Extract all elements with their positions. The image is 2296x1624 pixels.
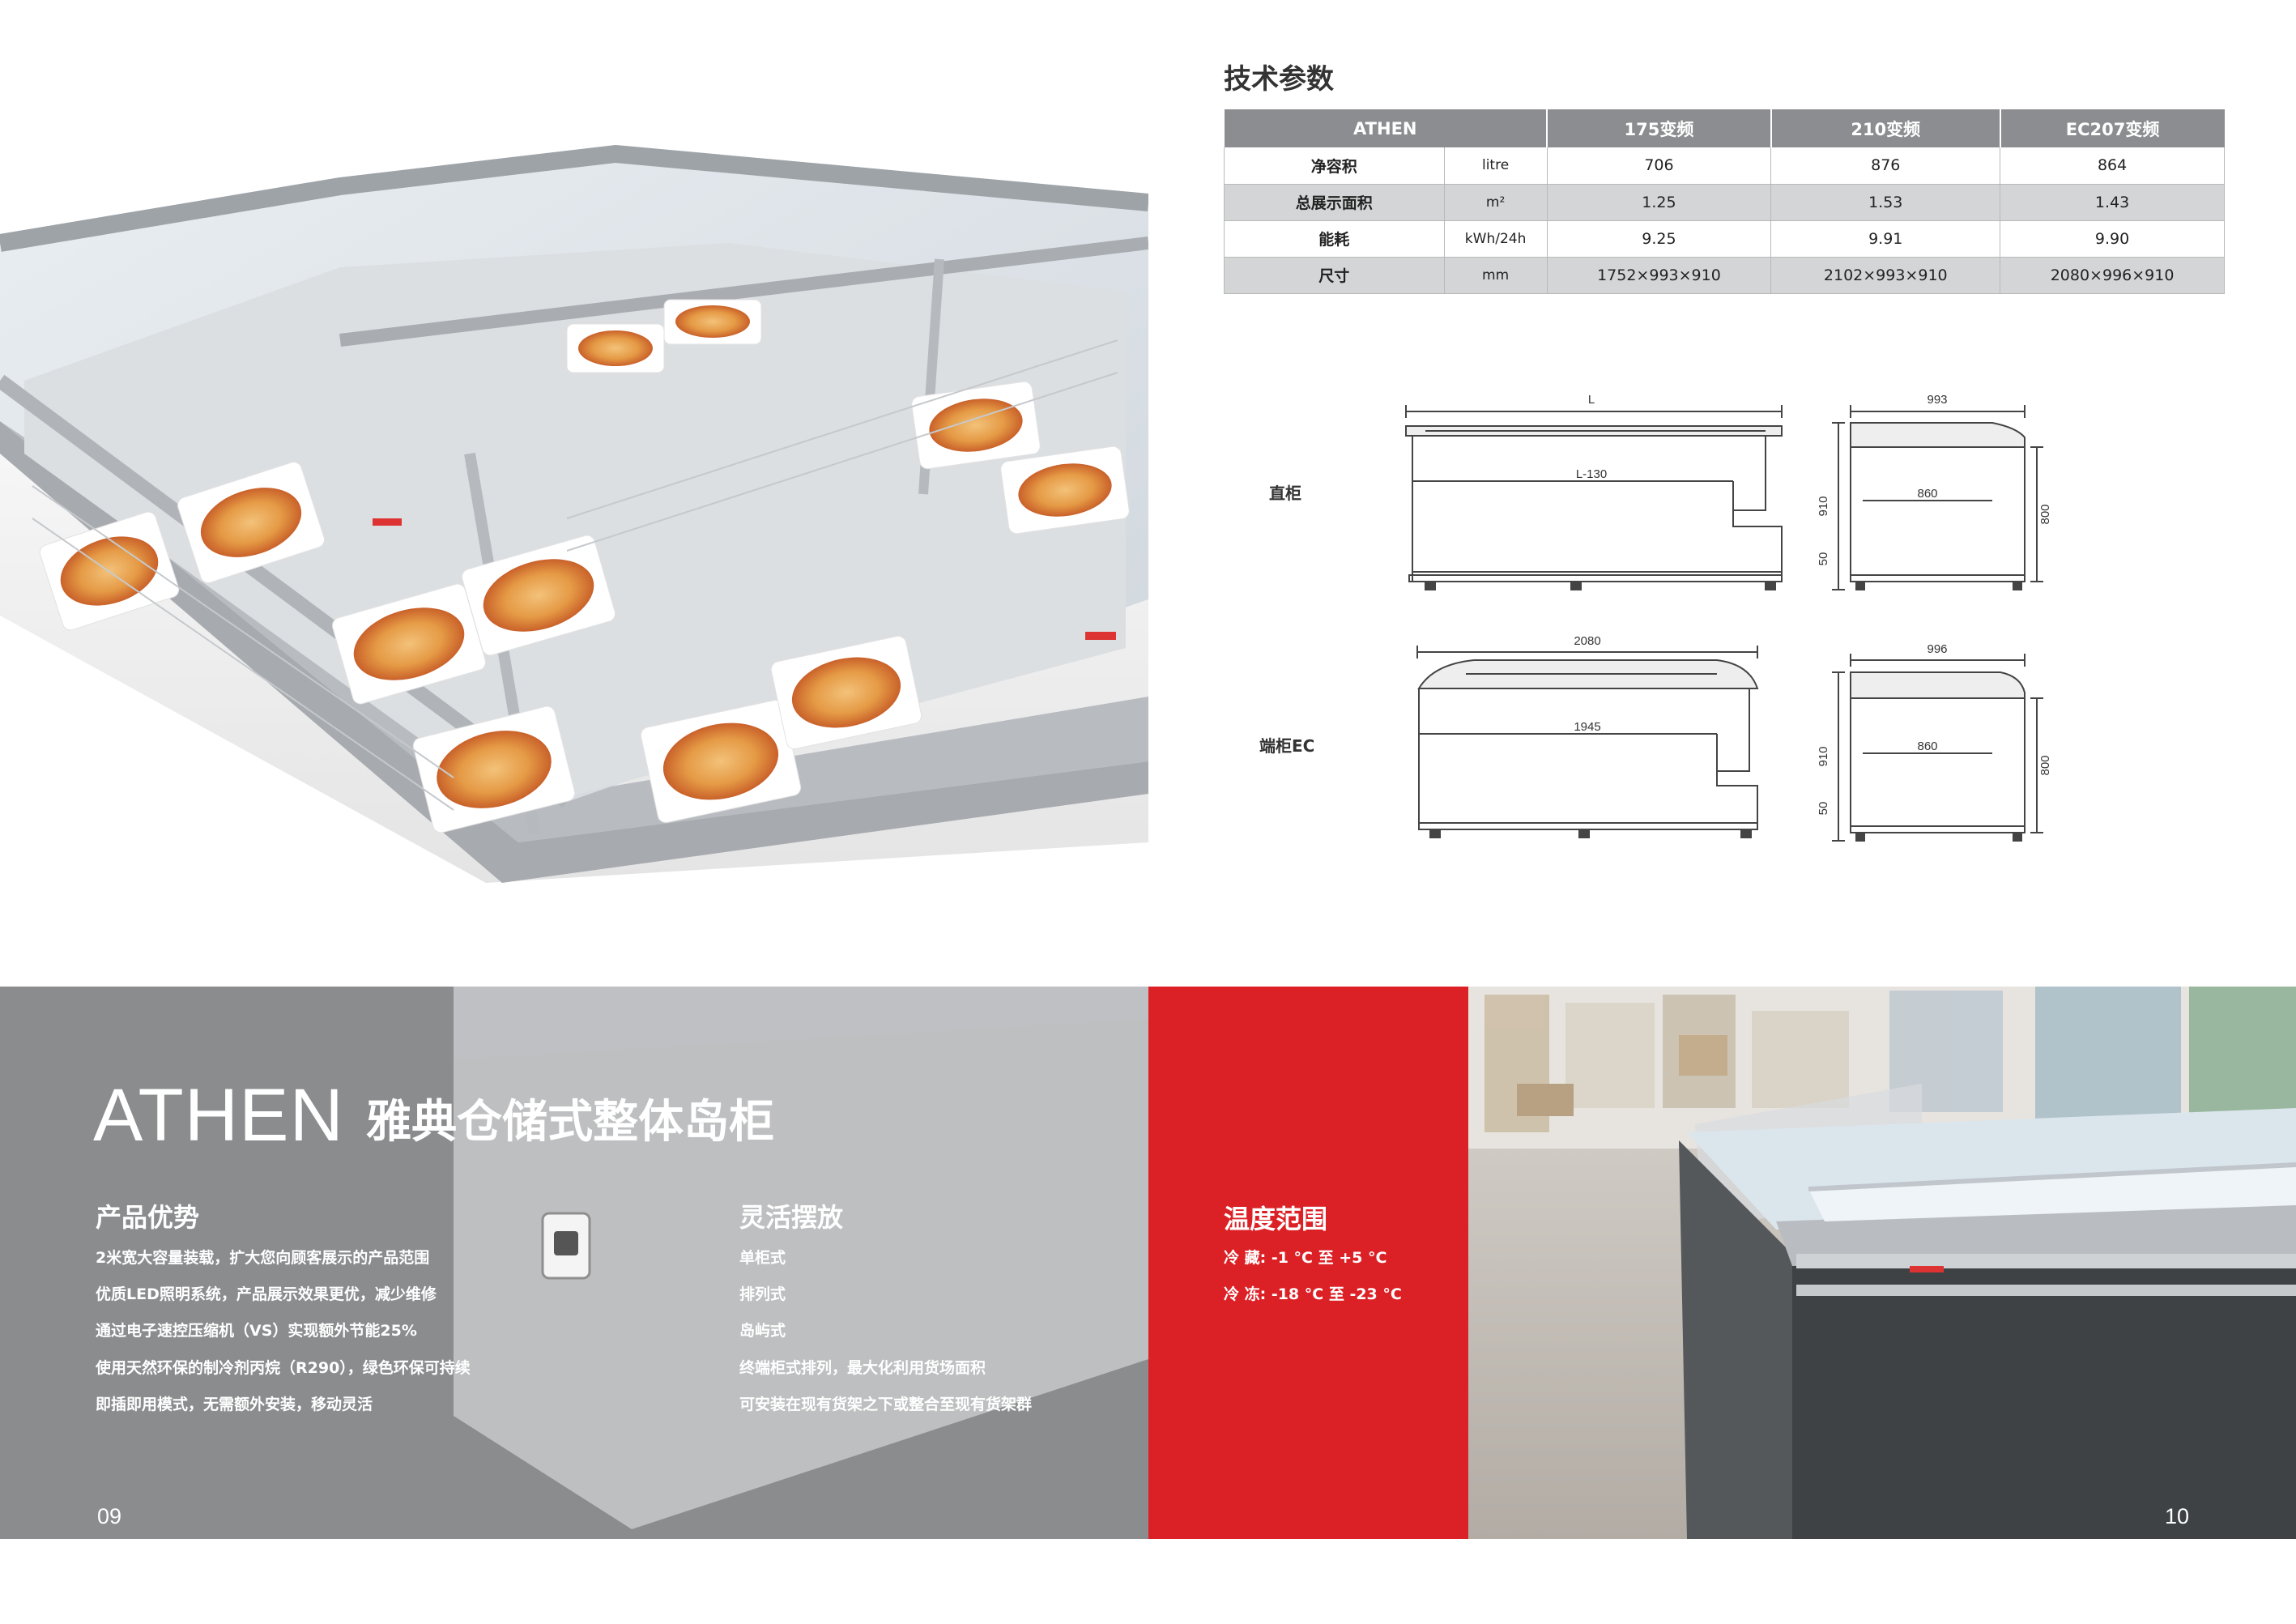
- spec-row-unit: litre: [1444, 147, 1548, 185]
- spec-header-variant: 210变频: [1770, 109, 2001, 147]
- product-name: 雅典仓储式整体岛柜: [366, 1096, 775, 1149]
- advantage-item: 即插即用模式，无需额外安装，移动灵活: [96, 1396, 373, 1413]
- dim-inner-height: 800: [2038, 504, 2052, 524]
- advantage-item: 2米宽大容量装载，扩大您向顾客展示的产品范围: [96, 1249, 430, 1267]
- layout-item: 可安装在现有货架之下或整合至现有货架群: [739, 1396, 1033, 1413]
- spec-cell: 1.53: [1770, 184, 2001, 221]
- spec-cell: 2080×996×910: [2000, 257, 2225, 294]
- spec-cell: 2102×993×910: [1770, 257, 2001, 294]
- layout-item: 终端柜式排列，最大化利用货场面积: [739, 1359, 986, 1377]
- layout-title: 灵活摆放: [739, 1202, 844, 1233]
- spec-row: 能耗 kWh/24h 9.25 9.91 9.90: [1224, 220, 2225, 258]
- spec-cell: 1.25: [1547, 184, 1772, 221]
- spec-cell: 1752×993×910: [1547, 257, 1772, 294]
- spec-header-model: ATHEN: [1224, 109, 1548, 147]
- spec-row-label: 尺寸: [1224, 257, 1445, 294]
- dim-height: 910: [1817, 496, 1830, 516]
- brand-name: ATHEN: [93, 1074, 344, 1157]
- temperature-panel: [1148, 987, 1468, 1539]
- spec-row-label: 净容积: [1224, 147, 1445, 185]
- freezer-illustration: [0, 144, 1148, 883]
- spec-cell: 9.91: [1770, 220, 2001, 258]
- store-photo: [1468, 987, 2296, 1539]
- spec-row-label: 总展示面积: [1224, 184, 1445, 221]
- spec-row-unit: m²: [1444, 184, 1548, 221]
- spec-row-unit: mm: [1444, 257, 1548, 294]
- spec-row: 尺寸 mm 1752×993×910 2102×993×910 2080×996…: [1224, 257, 2225, 294]
- spec-table: ATHEN 175变频 210变频 EC207变频 净容积 litre 706 …: [1224, 109, 2225, 294]
- dim-depth: 996: [1927, 642, 1947, 656]
- drawing-label-straight: 直柜: [1269, 484, 1301, 503]
- straight-side-view: [1832, 405, 2043, 590]
- spec-cell: 706: [1547, 147, 1772, 185]
- technical-drawings: L L-130 993 860 910 50 800 2080 1945 996…: [1405, 393, 2052, 842]
- dim-length: L: [1588, 393, 1595, 407]
- layout-item: 单柜式: [739, 1249, 786, 1267]
- dim-foot: 50: [1817, 552, 1830, 566]
- spec-title: 技术参数: [1224, 63, 1334, 96]
- advantage-item: 通过电子速控压缩机（VS）实现额外节能25%: [96, 1322, 417, 1340]
- dim-inner-depth: 860: [1917, 740, 1937, 753]
- spec-row-label: 能耗: [1224, 220, 1445, 258]
- dim-length: 2080: [1574, 634, 1600, 648]
- spec-row: 总展示面积 m² 1.25 1.53 1.43: [1224, 184, 2225, 221]
- dim-foot: 50: [1817, 802, 1830, 816]
- spec-row: 净容积 litre 706 876 864: [1224, 147, 2225, 185]
- dim-inner-depth: 860: [1917, 487, 1937, 501]
- temperature-title: 温度范围: [1224, 1204, 1328, 1234]
- layout-item: 岛屿式: [739, 1322, 786, 1340]
- dim-inner-height: 800: [2038, 755, 2052, 775]
- end-front-view: [1416, 646, 1759, 838]
- spec-row-unit: kWh/24h: [1444, 220, 1548, 258]
- drawing-label-end: 端柜EC: [1259, 736, 1315, 756]
- dim-depth: 993: [1927, 393, 1947, 407]
- end-side-view: [1832, 654, 2043, 842]
- advantage-item: 优质LED照明系统，产品展示效果更优，减少维修: [96, 1285, 437, 1303]
- advantages-title: 产品优势: [96, 1202, 200, 1233]
- page-number-left: 09: [97, 1504, 122, 1528]
- spec-cell: 9.25: [1547, 220, 1772, 258]
- freezer-body-shadow: [454, 987, 1148, 1529]
- spec-cell: 9.90: [2000, 220, 2225, 258]
- temperature-item: 冷 冻: -18 °C 至 -23 °C: [1224, 1285, 1402, 1303]
- dim-inner-length: 1945: [1574, 720, 1600, 734]
- spec-cell: 1.43: [2000, 184, 2225, 221]
- spec-cell: 876: [1770, 147, 2001, 185]
- spec-header-row: ATHEN 175变频 210变频 EC207变频: [1224, 109, 2225, 147]
- store-scene: [1468, 987, 2296, 1539]
- page-number-right: 10: [2165, 1504, 2190, 1528]
- spec-cell: 864: [2000, 147, 2225, 185]
- feature-panel: [0, 987, 1148, 1539]
- temperature-item: 冷 藏: -1 °C 至 +5 °C: [1224, 1249, 1387, 1267]
- straight-front-view: [1405, 405, 1783, 590]
- dim-inner-length: L-130: [1576, 467, 1607, 481]
- spec-header-variant: 175变频: [1547, 109, 1772, 147]
- dim-height: 910: [1817, 746, 1830, 766]
- page-headline: ATHEN 雅典仓储式整体岛柜: [93, 1073, 774, 1158]
- layout-item: 排列式: [739, 1285, 786, 1303]
- advantage-item: 使用天然环保的制冷剂丙烷（R290），绿色环保可持续: [96, 1359, 471, 1377]
- product-photo: [0, 0, 1148, 987]
- spec-header-variant: EC207变频: [2000, 109, 2225, 147]
